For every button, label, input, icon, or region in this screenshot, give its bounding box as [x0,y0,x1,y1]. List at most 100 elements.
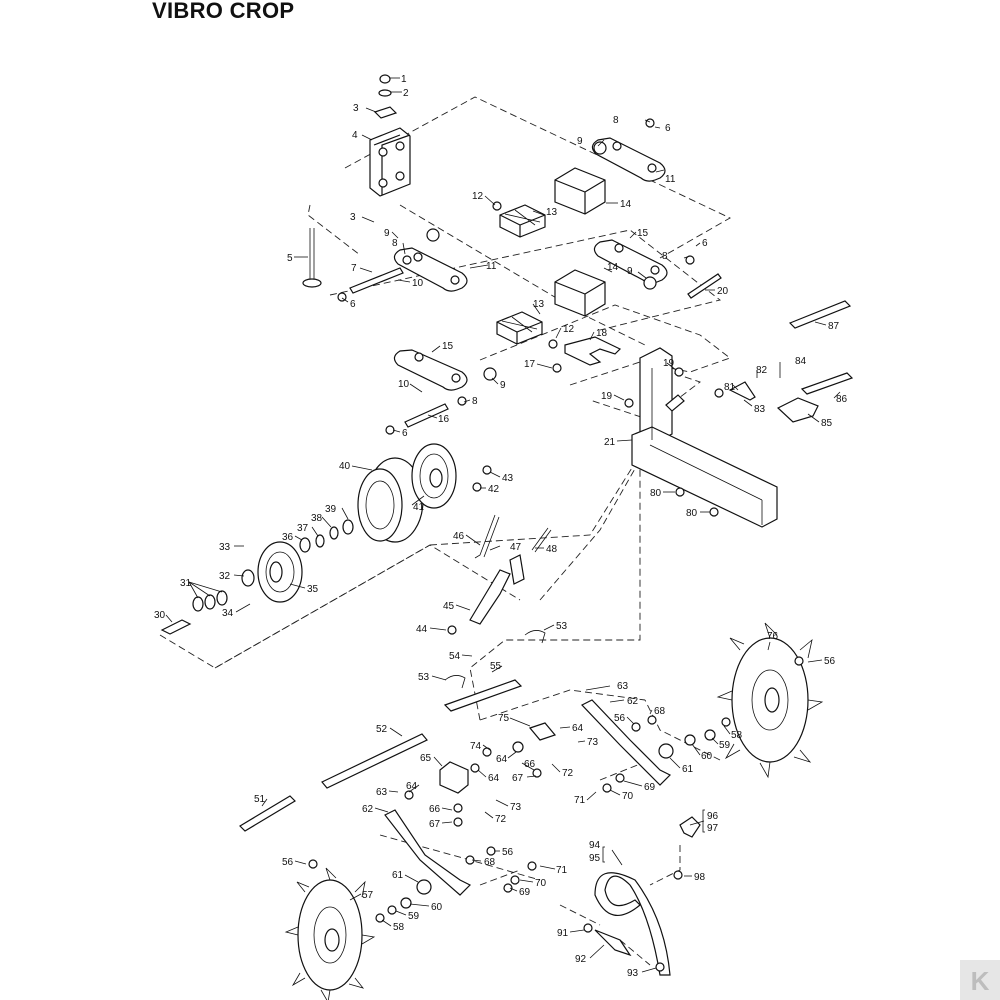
part-label: 64 [488,773,500,784]
top-nut [373,74,398,119]
part-label: 51 [254,794,266,805]
part-label: 68 [484,857,496,868]
part-label: 72 [495,814,507,825]
part-label: 56 [502,847,514,858]
part-label: 43 [502,473,514,484]
part-label: 36 [282,532,294,543]
part-label: 8 [613,115,619,126]
leader-lines [165,77,841,973]
star-wheel-76 [716,622,824,779]
part-label: 34 [222,608,234,619]
part-label: 6 [402,428,408,439]
hardware-items [308,118,804,972]
part-label: 86 [836,394,848,405]
part-label: 60 [431,902,443,913]
part-label: 75 [498,713,510,724]
part-label: 46 [453,531,465,542]
part-label: 63 [376,787,388,798]
part-label: 70 [622,791,634,802]
part-label: 9 [577,136,583,147]
part-label: 15 [442,341,454,352]
part-label: 9 [384,228,390,239]
brand-logo: K [960,960,1000,1000]
label-brackets [602,809,705,863]
part-label: 74 [470,741,482,752]
part-label: 19 [663,358,675,369]
part-label: 56 [824,656,836,667]
part-label: 9 [627,266,633,277]
part-label: 61 [392,870,404,881]
part-label: 31 [180,578,192,589]
part-label: 71 [574,795,586,806]
part-label: 44 [416,624,428,635]
part-label: 20 [717,286,729,297]
brand-logo-letter: K [971,966,990,996]
part-label: 64 [496,754,508,765]
part-label: 61 [682,764,694,775]
part-label: 11 [486,261,497,272]
part-label: 82 [756,365,768,376]
part-label: 18 [596,328,608,339]
part-label: 8 [662,251,668,262]
arm-45 [469,569,511,625]
bar-87 [788,300,852,329]
part-label: 98 [694,872,706,883]
part-label: 38 [311,513,323,524]
part-label: 14 [620,199,632,210]
bolt-5 [302,228,322,288]
part-label: 35 [307,584,319,595]
part-label: 16 [438,414,450,425]
part-label: 80 [650,488,662,499]
part-label: 17 [524,359,536,370]
part-label: 3 [353,103,359,114]
bar-51 [239,795,296,832]
spring-tine [594,872,671,976]
part-label: 58 [731,730,743,741]
part-label: 95 [589,853,601,864]
part-label: 8 [392,238,398,249]
part-label: 41 [413,502,425,513]
part-label: 60 [701,751,713,762]
part-label: 72 [562,768,574,779]
part-label: 30 [154,610,166,621]
bar-86 [800,372,854,395]
rubber-blocks [496,167,606,345]
part-label: 33 [219,542,231,553]
callout-labels: 1 2 3 4 9 8 6 11 12 13 14 3 9 5 8 7 11 1… [154,74,848,979]
part-label: 97 [707,823,719,834]
part-label: 12 [563,324,575,335]
part-label: 4 [352,130,358,141]
bar-52 [321,733,428,789]
part-label: 94 [589,840,601,851]
part-label: 84 [795,356,807,367]
part-label: 32 [219,571,231,582]
part-label: 69 [644,782,656,793]
part-label: 40 [339,461,351,472]
part-label: 73 [510,802,522,813]
part-label: 37 [297,523,309,534]
part-label: 42 [488,484,500,495]
part-label: 71 [556,865,568,876]
part-label: 10 [412,278,424,289]
part-label: 8 [472,396,478,407]
roller-assembly [357,443,457,543]
part-label: 13 [533,299,545,310]
part-label: 47 [510,542,522,553]
part-label: 59 [719,740,731,751]
wheel-hub-assembly [160,519,354,635]
upper-bracket [369,127,411,197]
link-plates [393,137,668,391]
part-label: 62 [362,804,374,815]
part-label: 63 [617,681,629,692]
part-label: 3 [350,212,356,223]
part-label: 39 [325,504,337,515]
part-label: 68 [654,706,666,717]
part-label: 45 [443,601,455,612]
part-label: 55 [490,661,502,672]
part-label: 5 [287,253,293,264]
part-label: 64 [406,781,418,792]
part-label: 12 [472,191,484,202]
main-frame [631,347,778,528]
part-label: 65 [420,753,432,764]
